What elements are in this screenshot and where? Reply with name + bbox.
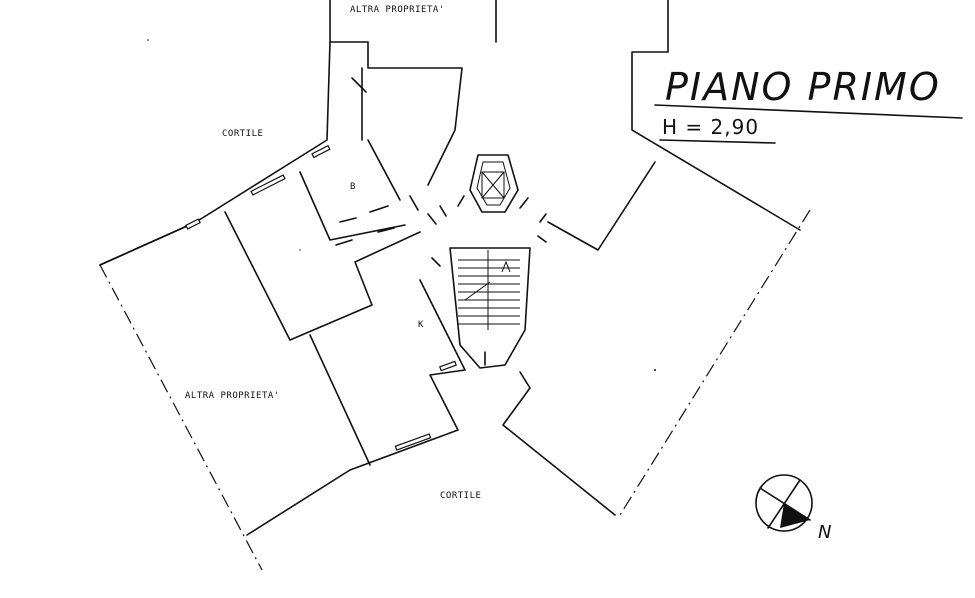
plan-title: PIANO PRIMO [665, 65, 941, 109]
label-top-property: ALTRA PROPRIETA' [350, 5, 445, 15]
label-left-property: ALTRA PROPRIETA' [185, 391, 280, 401]
windows [185, 144, 457, 451]
plan-height: H = 2,90 [662, 115, 759, 139]
doors [335, 77, 547, 267]
left-wing-walls [99, 41, 466, 536]
label-room-k: K [418, 320, 424, 330]
title-block: PIANO PRIMO H = 2,90 [654, 65, 963, 144]
label-courtyard-bottom: CORTILE [440, 491, 481, 501]
misc-marks [147, 39, 656, 371]
staircase [449, 247, 531, 369]
lift-shaft [469, 154, 519, 213]
left-boundary [99, 264, 263, 571]
label-courtyard-top: CORTILE [222, 129, 263, 139]
right-wing-walls [502, 109, 811, 516]
north-label: N [818, 522, 831, 543]
north-compass-icon: N [755, 474, 831, 543]
top-neighbour-walls [329, 0, 669, 111]
label-room-b: B [350, 182, 356, 192]
